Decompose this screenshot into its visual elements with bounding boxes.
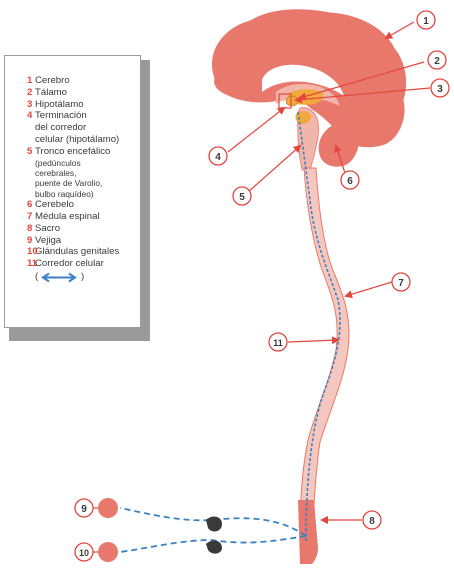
corridor-paren-close: ) (81, 270, 85, 282)
callout-4: 4 (208, 146, 228, 166)
legend-item: 2 Tálamo (27, 87, 140, 99)
legend-item: 11 Corredor celular ( ) (27, 258, 140, 284)
callout-number: 1 (423, 16, 429, 27)
legend-subline: cerebrales, (35, 167, 77, 178)
callout-2-line (298, 61, 425, 101)
legend-item: 8 Sacro (27, 223, 140, 235)
callout-number: 2 (434, 56, 440, 67)
callout-7: 7 (391, 272, 411, 292)
legend-label: Sacro (35, 222, 61, 234)
legend-item: 3 Hipotálamo (27, 99, 140, 111)
legend-item: 1 Cerebro (27, 75, 140, 87)
legend-label: Médula espinal (35, 211, 100, 222)
bladder-connection-line (119, 507, 307, 537)
legend-label: Terminación (35, 110, 87, 122)
callout-number: 11 (273, 338, 283, 348)
ganglion-shape (206, 516, 222, 554)
callout-7-line (344, 281, 393, 299)
legend-item: 5 Tronco encefálico (pedúnculos cerebral… (27, 146, 140, 199)
legend-number: 3 (27, 98, 33, 110)
callout-number: 7 (398, 278, 404, 289)
bladder-shape (98, 498, 118, 518)
callout-11-line (287, 336, 340, 345)
callout-6: 6 (340, 170, 360, 190)
legend-label: Tálamo (35, 86, 67, 98)
legend-label: Vejiga (35, 234, 62, 246)
callout-2: 2 (427, 50, 447, 70)
callout-number: 5 (239, 192, 245, 203)
genitals-shape (98, 542, 118, 562)
callout-number: 6 (347, 176, 353, 187)
double-arrow-icon (41, 272, 77, 283)
legend-subline: bulbo raquídeo) (35, 188, 94, 199)
callout-5: 5 (232, 186, 252, 206)
legend-item: 10 Glándulas genitales (27, 246, 140, 258)
legend-number: 5 (27, 145, 33, 157)
orange-structure-lower (295, 111, 311, 124)
legend-item: 9 Vejiga (27, 235, 140, 247)
legend-label: Cerebro (35, 75, 70, 86)
legend-number: 11 (27, 258, 38, 270)
legend-item: 6 Cerebelo (27, 199, 140, 211)
legend-label: Cerebelo (35, 199, 74, 211)
corridor-paren-open: ( (35, 270, 39, 282)
legend-label: Glándulas genitales (35, 246, 120, 258)
legend-item: 7 Médula espinal (27, 211, 140, 223)
legend-number: 2 (27, 86, 33, 98)
legend-number: 10 (27, 246, 38, 258)
callout-10: 10 (74, 542, 94, 562)
legend-box: 1 Cerebro 2 Tálamo 3 Hipotálamo 4 Termin… (4, 55, 141, 328)
callout-number: 10 (79, 548, 89, 558)
legend-label-line: celular (hipotálamo) (35, 133, 120, 145)
legend-number: 8 (27, 222, 33, 234)
callout-3: 3 (430, 78, 450, 98)
callout-11: 11 (268, 332, 288, 352)
callout-3-line (294, 87, 431, 104)
cellular-corridor-line (297, 111, 341, 542)
genitals-connection-line (119, 535, 307, 553)
legend-number: 7 (27, 211, 33, 222)
sacrum-shape (298, 500, 318, 564)
legend-label-line: del corredor (35, 122, 87, 134)
legend-list: 1 Cerebro 2 Tálamo 3 Hipotálamo 4 Termin… (27, 75, 140, 284)
corridor-glyph: ( ) (35, 270, 140, 284)
callout-8: 8 (362, 510, 382, 530)
legend-number: 4 (27, 110, 33, 122)
callout-1: 1 (416, 10, 436, 30)
legend-number: 9 (27, 234, 33, 246)
callout-5-line (247, 144, 302, 193)
legend-item: 4 Terminación del corredor celular (hipo… (27, 110, 140, 145)
legend-subline: (pedúnculos (35, 157, 81, 168)
callout-number: 4 (215, 152, 221, 163)
callout-9: 9 (74, 498, 94, 518)
callout-number: 9 (81, 504, 87, 515)
callout-4-line (227, 106, 286, 153)
legend-number: 6 (27, 199, 33, 211)
legend-number: 1 (27, 75, 33, 86)
legend-label: Hipotálamo (35, 98, 84, 110)
callout-number: 3 (437, 84, 443, 95)
legend-label: Tronco encefálico (35, 145, 111, 157)
callout-number: 8 (369, 516, 375, 527)
cerebellum-shape (318, 122, 360, 167)
callout-6-line (334, 144, 347, 177)
legend-subline: puente de Varolio, (35, 178, 103, 189)
callout-1-line (384, 21, 415, 39)
legend-label: Corredor celular (35, 258, 104, 270)
brain-inner-region (262, 64, 344, 96)
hypothalamus-shape (285, 95, 299, 107)
